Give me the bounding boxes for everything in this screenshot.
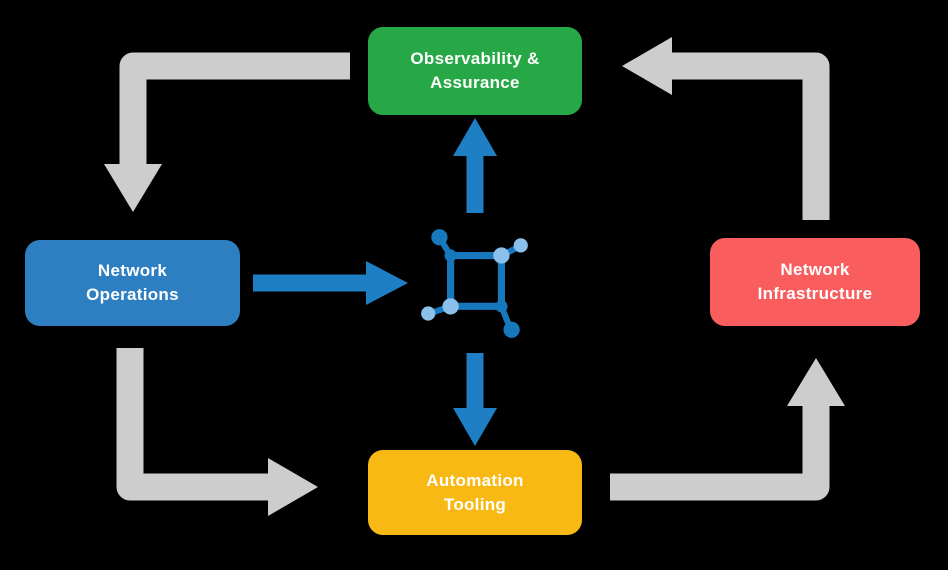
- network-nodes-icon: [421, 229, 528, 338]
- arrow-center-to-automation: [453, 353, 497, 446]
- arrow-automation-to-infrastructure: [610, 358, 845, 501]
- node-observability-label: Observability & Assurance: [410, 49, 540, 92]
- node-observability-assurance: Observability & Assurance: [368, 27, 582, 115]
- node-operations-label: Network Operations: [86, 261, 179, 304]
- node-automation-tooling: Automation Tooling: [368, 450, 582, 535]
- arrow-observability-to-operations: [104, 52, 350, 212]
- node-network-infrastructure: Network Infrastructure: [710, 238, 920, 326]
- arrow-center-to-observability: [453, 118, 497, 213]
- arrow-operations-to-automation: [116, 348, 318, 516]
- node-automation-label: Automation Tooling: [426, 470, 524, 514]
- arrow-operations-to-center: [253, 261, 408, 305]
- node-infrastructure-label: Network Infrastructure: [757, 260, 873, 303]
- node-network-operations: Network Operations: [25, 240, 240, 326]
- arrow-infrastructure-to-observability: [622, 37, 830, 220]
